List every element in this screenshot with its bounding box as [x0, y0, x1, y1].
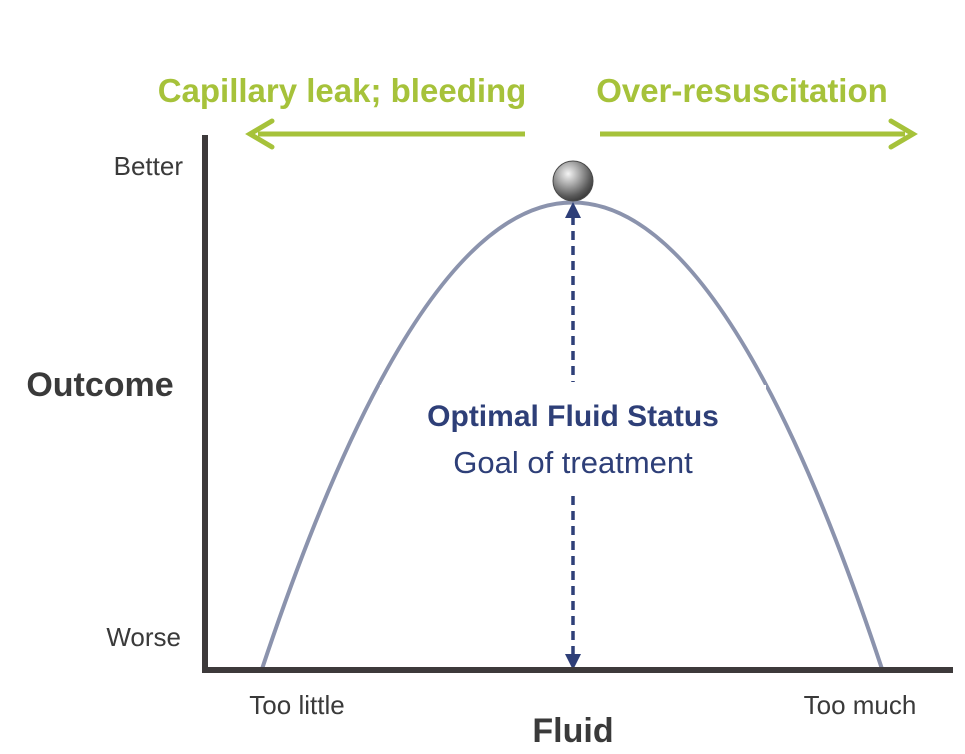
y-axis-top-label: Better	[114, 151, 184, 181]
optimal-status-title: Optimal Fluid Status	[427, 400, 719, 433]
y-axis-bottom-label: Worse	[106, 622, 181, 652]
arrow-up-icon	[565, 202, 581, 218]
x-axis-title: Fluid	[532, 712, 613, 750]
optimal-status-subtitle: Goal of treatment	[453, 445, 693, 480]
arrow-down-icon	[565, 654, 581, 670]
right-direction-label: Over-resuscitation	[596, 72, 888, 109]
optimal-indicator-arrow	[565, 202, 581, 670]
left-direction-label: Capillary leak; bleeding	[158, 72, 527, 109]
outcome-curve	[260, 200, 884, 670]
center-text-backdrop	[380, 385, 766, 493]
y-axis-title: Outcome	[26, 366, 173, 404]
left-arrow-icon	[245, 118, 525, 150]
x-axis-left-label: Too little	[249, 690, 344, 720]
x-axis-right-label: Too much	[804, 690, 917, 720]
right-arrow-icon	[600, 118, 918, 150]
sphere-icon	[552, 160, 594, 202]
